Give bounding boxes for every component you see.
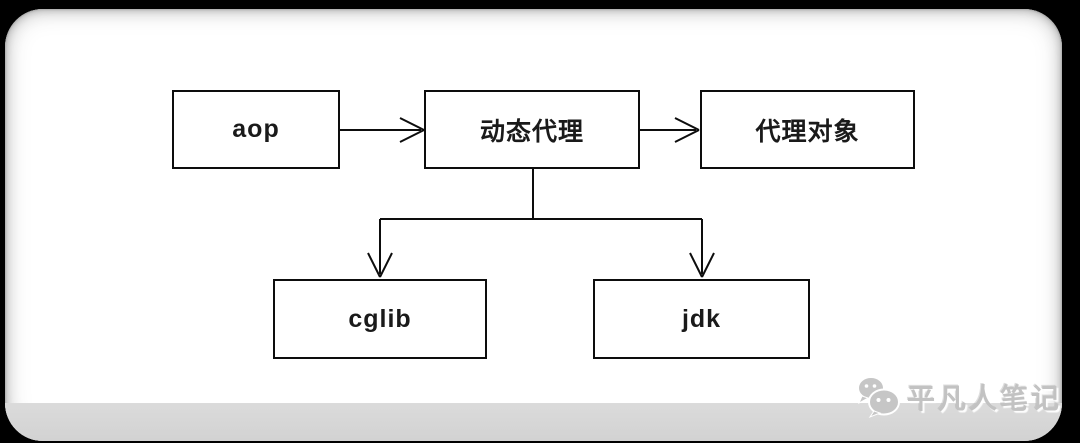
node-aop-label: aop xyxy=(232,115,280,143)
node-proxy-object-label: 代理对象 xyxy=(755,117,860,146)
node-dynamic-proxy-label: 动态代理 xyxy=(479,117,584,146)
node-jdk: jdk xyxy=(593,279,810,359)
edge-dynamic-proxy-to-proxy-object xyxy=(640,117,700,143)
content-card: 平凡人笔记 xyxy=(5,9,1062,441)
watermark: 平凡人笔记 xyxy=(856,375,1062,419)
edge-aop-to-dynamic-proxy xyxy=(340,117,425,143)
node-cglib-label: cglib xyxy=(348,304,412,333)
node-proxy-object: 代理对象 xyxy=(700,90,915,169)
node-jdk-label: jdk xyxy=(681,304,722,333)
edge-dynamic-proxy-branch xyxy=(380,169,702,220)
edge-dynamic-proxy-to-jdk xyxy=(689,219,715,278)
node-cglib: cglib xyxy=(273,279,487,359)
wechat-icon xyxy=(857,376,900,419)
edge-dynamic-proxy-to-cglib xyxy=(367,219,393,278)
node-aop: aop xyxy=(172,90,340,169)
watermark-text: 平凡人笔记 xyxy=(907,383,1062,414)
node-dynamic-proxy: 动态代理 xyxy=(424,90,640,169)
